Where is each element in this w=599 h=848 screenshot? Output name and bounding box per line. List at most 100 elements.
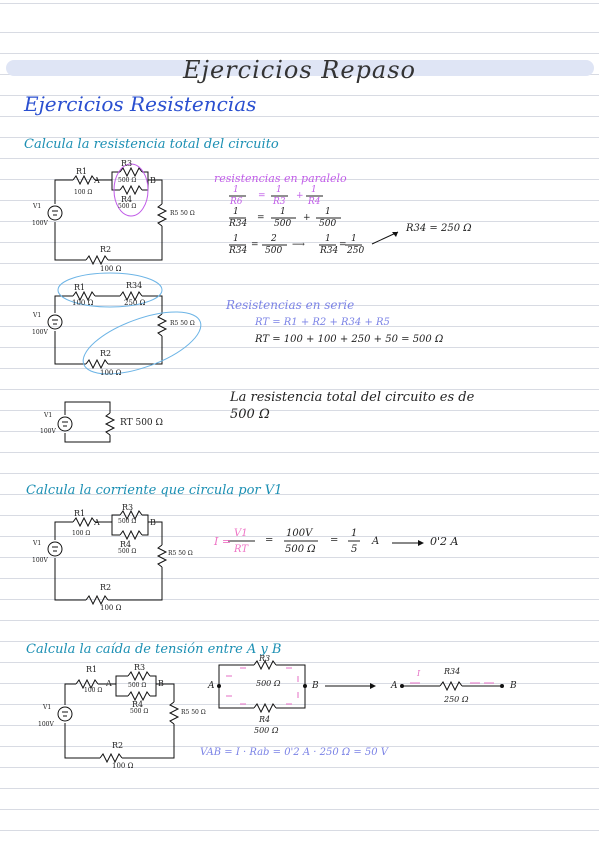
eq2-b-den: 500 bbox=[319, 219, 337, 229]
eq3-b-den: R34 bbox=[320, 246, 339, 256]
c3-v1-label: V1 bbox=[44, 412, 53, 419]
eq3-lhs-num: 1 bbox=[233, 234, 239, 244]
eq1-b-den: R4 bbox=[308, 197, 321, 207]
ab-r4-label: R4 bbox=[259, 715, 271, 724]
eq3-lhs-den: R34 bbox=[229, 246, 248, 256]
ab-r3-value: 500 Ω bbox=[256, 679, 281, 688]
c5-r3-value: 500 Ω bbox=[128, 682, 147, 689]
eq2-a-num: 1 bbox=[280, 207, 286, 217]
c1-r2-label: R2 bbox=[100, 245, 112, 254]
c4-v1-label: V1 bbox=[33, 540, 42, 547]
eq2-equals: = bbox=[257, 213, 265, 223]
eq1-a-den: R3 bbox=[273, 197, 286, 207]
section-title: Ejercicios Resistencias bbox=[24, 92, 257, 116]
c5-r4-value: 500 Ω bbox=[130, 708, 149, 715]
c3-v1-value: 100V bbox=[40, 428, 56, 435]
eq2-b-num: 1 bbox=[325, 207, 331, 217]
question-3-prompt: Calcula la caída de tensión entre A y B bbox=[26, 642, 282, 657]
series-title: Resistencias en serie bbox=[226, 298, 355, 312]
eq2-lhs-num: 1 bbox=[233, 207, 239, 217]
c1-r1-value: 100 Ω bbox=[74, 189, 93, 196]
eq3-b-num: 1 bbox=[325, 234, 331, 244]
c4-node-b: B bbox=[150, 518, 156, 527]
c1-r5-value: R5 50 Ω bbox=[170, 210, 195, 217]
c5-r1-value: 100 Ω bbox=[84, 687, 103, 694]
c1-v1-label: V1 bbox=[33, 203, 42, 210]
c5-node-a: A bbox=[106, 679, 112, 688]
c4-r5-value: R5 50 Ω bbox=[168, 550, 193, 557]
ab-r4-value: 500 Ω bbox=[254, 726, 279, 735]
circuit-5 bbox=[57, 671, 179, 763]
eq3-c-num: 1 bbox=[351, 234, 357, 244]
eq2-lhs-den: R34 bbox=[229, 219, 248, 229]
c4-r2-label: R2 bbox=[100, 583, 112, 592]
c2-r34-value: 250 Ω bbox=[124, 299, 146, 307]
c1-r4-label: R4 bbox=[121, 195, 133, 204]
ab-node-a: A bbox=[208, 681, 215, 691]
circuit-4 bbox=[47, 510, 167, 605]
q2-equals-1: = bbox=[265, 535, 274, 546]
question-2-prompt: Calcula la corriente que circula por V1 bbox=[26, 483, 283, 498]
q2-equals-2: = bbox=[330, 535, 339, 546]
c5-r4-label: R4 bbox=[132, 700, 144, 709]
eq1-a-num: 1 bbox=[276, 185, 282, 195]
eq1-b-num: 1 bbox=[311, 185, 317, 195]
c5-r2-label: R2 bbox=[112, 741, 124, 750]
c2-r2-value: 100 Ω bbox=[100, 369, 122, 377]
q2-result: 0'2 A bbox=[430, 535, 459, 548]
c2-r1-value: 100 Ω bbox=[72, 299, 94, 307]
eq3-arrow: ⟶ bbox=[292, 240, 305, 250]
eq1-lhs-den: R6 bbox=[230, 197, 243, 207]
c2-r5-value: R5 50 Ω bbox=[170, 320, 195, 327]
c4-r2-value: 100 Ω bbox=[100, 604, 122, 612]
c5-r5-value: R5 50 Ω bbox=[181, 709, 206, 716]
eq2-a-den: 500 bbox=[274, 219, 292, 229]
current-label: I bbox=[417, 669, 421, 678]
q2-frac-den: 5 bbox=[351, 544, 358, 555]
c1-v1-value: 100V bbox=[32, 220, 48, 227]
c2-v1-label: V1 bbox=[33, 312, 42, 319]
c1-r4-value: 500 Ω bbox=[118, 203, 137, 210]
q2-unit: A bbox=[372, 536, 380, 547]
c4-node-a: A bbox=[94, 518, 100, 527]
c1-node-b: B bbox=[150, 176, 156, 185]
c4-r1-label: R1 bbox=[74, 509, 86, 518]
eq1-lhs-num: 1 bbox=[233, 185, 239, 195]
eq1-equals: = bbox=[258, 191, 266, 201]
q2-rt: RT bbox=[234, 544, 249, 555]
q2-i-lhs: I = bbox=[214, 535, 232, 548]
r34-result: R34 = 250 Ω bbox=[406, 223, 472, 234]
c4-r3-value: 500 Ω bbox=[118, 518, 137, 525]
c5-node-b: B bbox=[158, 679, 164, 688]
circuit-3 bbox=[57, 401, 115, 443]
circuit-2 bbox=[47, 272, 202, 375]
c1-r1-label: R1 bbox=[76, 167, 88, 176]
c3-rt-label: RT 500 Ω bbox=[120, 418, 163, 428]
c4-v1-value: 100V bbox=[32, 557, 48, 564]
eq-node-a: A bbox=[391, 681, 398, 691]
c2-r2-label: R2 bbox=[100, 349, 112, 358]
q2-den: 500 Ω bbox=[285, 544, 316, 555]
c5-v1-label: V1 bbox=[43, 704, 52, 711]
series-values: RT = 100 + 100 + 250 + 50 = 500 Ω bbox=[255, 334, 444, 345]
eq3-c-den: 250 bbox=[347, 246, 365, 256]
eq3-equals-2: = bbox=[339, 240, 347, 250]
eq2-plus: + bbox=[303, 213, 311, 223]
c2-v1-value: 100V bbox=[32, 329, 48, 336]
q2-frac-num: 1 bbox=[351, 528, 358, 539]
parallel-title: resistencias en paralelo bbox=[214, 172, 347, 185]
eq-r34-label: R34 bbox=[444, 667, 461, 676]
c4-r4-value: 500 Ω bbox=[118, 548, 137, 555]
c1-node-a: A bbox=[94, 176, 100, 185]
c4-r1-value: 100 Ω bbox=[72, 530, 91, 537]
c5-r3-label: R3 bbox=[134, 663, 146, 672]
c5-v1-value: 100V bbox=[38, 721, 54, 728]
c1-r3-value: 500 Ω bbox=[118, 177, 137, 184]
c4-r4-label: R4 bbox=[120, 540, 132, 549]
eq-r34-value: 250 Ω bbox=[444, 695, 469, 704]
c1-r2-value: 100 Ω bbox=[100, 265, 122, 273]
question-1-prompt: Calcula la resistencia total del circuit… bbox=[24, 137, 279, 152]
title-highlight bbox=[6, 60, 594, 76]
c5-r1-label: R1 bbox=[86, 665, 98, 674]
